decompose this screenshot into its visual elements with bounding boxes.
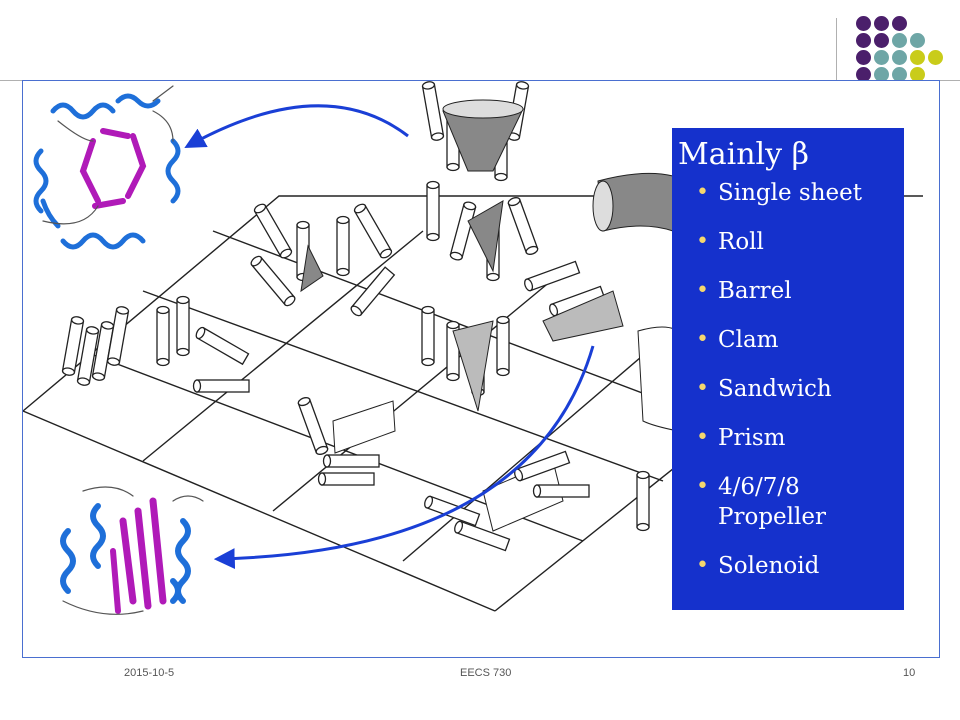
list-item: • Prism <box>672 423 904 453</box>
list-item: • Solenoid <box>672 551 904 581</box>
footer-page-number: 10 <box>903 667 916 679</box>
bullet-icon: • <box>696 278 709 303</box>
fold-list: • Single sheet • Roll • Barrel • Clam • Sandw… <box>672 178 904 581</box>
bullet-icon: • <box>696 229 709 254</box>
dot-teal <box>892 50 907 65</box>
dot-teal <box>892 67 907 82</box>
dot-teal <box>874 67 889 82</box>
helix-cluster-6 <box>421 305 510 412</box>
helix-cluster-2 <box>426 180 540 282</box>
list-item: • Sandwich <box>672 374 904 404</box>
bullet-icon: • <box>696 474 709 499</box>
dot-yellow <box>928 50 943 65</box>
dot-purple <box>892 16 907 31</box>
dot-teal <box>874 50 889 65</box>
dot-purple <box>856 16 871 31</box>
list-item: • Clam <box>672 325 904 355</box>
helix-cluster-4 <box>61 305 130 387</box>
list-item: • Single sheet <box>672 178 904 208</box>
list-item: • 4/6/7/8 Propeller <box>672 472 904 532</box>
list-item-label: Solenoid <box>718 553 820 579</box>
bullet-icon: • <box>696 376 709 401</box>
sheet-shapes-right <box>592 172 684 532</box>
dot-purple <box>874 16 889 31</box>
list-item-label: Roll <box>718 229 764 255</box>
dot-teal <box>910 33 925 48</box>
list-item-label: Prism <box>718 425 786 451</box>
list-item-label: 4/6/7/8 Propeller <box>718 474 826 530</box>
helix-cluster-7 <box>296 395 396 486</box>
dot-teal <box>892 33 907 48</box>
protein-structure-sandwich <box>60 486 204 615</box>
decor-vertical-line <box>836 18 837 80</box>
protein-structure-tim-barrel <box>33 85 181 250</box>
footer-date: 2015-10-5 <box>124 667 175 679</box>
panel-title: Mainly β <box>678 137 809 172</box>
diagram-canvas <box>23 81 923 615</box>
helix-cluster-8 <box>522 260 624 342</box>
dot-purple <box>856 67 871 82</box>
list-item-label: Single sheet <box>718 180 863 206</box>
bullet-icon: • <box>696 180 709 205</box>
bullet-icon: • <box>696 553 709 578</box>
helix-cluster-top <box>421 81 530 182</box>
list-item-label: Sandwich <box>718 376 832 402</box>
list-item: • Barrel <box>672 276 904 306</box>
list-item: • Roll <box>672 227 904 257</box>
dot-purple <box>856 50 871 65</box>
dot-purple <box>856 33 871 48</box>
arrow-to-top-structure <box>184 104 409 149</box>
helix-cluster-9 <box>422 450 590 552</box>
list-item-label: Barrel <box>718 278 792 304</box>
dot-yellow <box>910 67 925 82</box>
footer-course: EECS 730 <box>460 667 512 679</box>
bullet-icon: • <box>696 425 709 450</box>
bullet-icon: • <box>696 327 709 352</box>
dot-purple <box>874 33 889 48</box>
helix-cluster-3 <box>248 201 395 319</box>
mainly-beta-panel: Mainly β • Single sheet • Roll • Barrel • Cl… <box>672 128 904 610</box>
helix-cluster-5 <box>156 295 250 393</box>
dot-yellow <box>910 50 925 65</box>
list-item-label: Clam <box>718 327 779 353</box>
arrow-to-bottom-structure <box>213 345 595 570</box>
